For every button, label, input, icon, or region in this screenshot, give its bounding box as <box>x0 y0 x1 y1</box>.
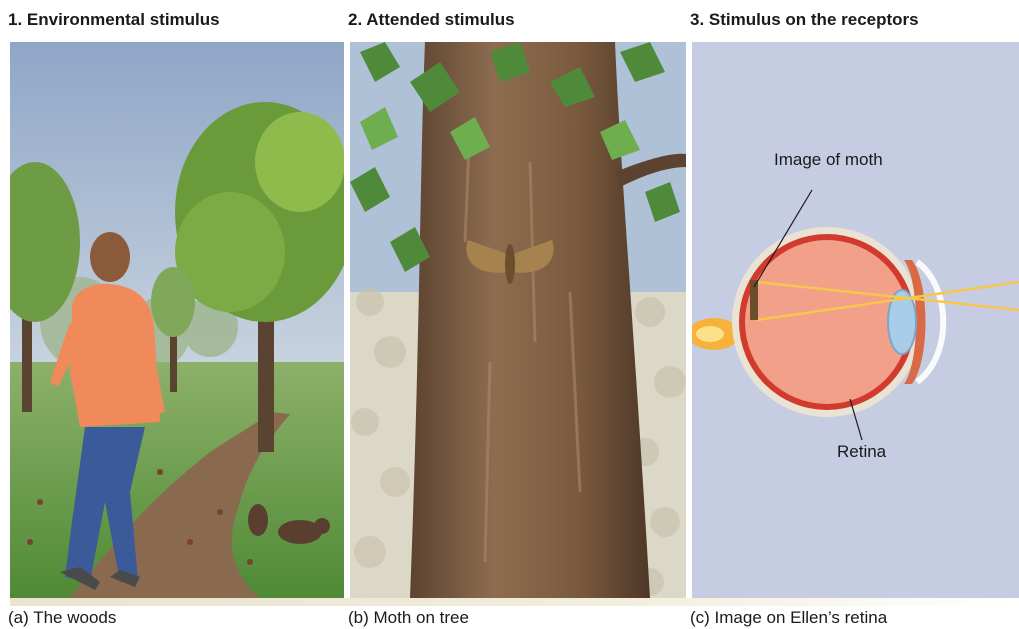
moth-on-tree-illustration <box>350 42 686 598</box>
panel-title-woods: 1. Environmental stimulus <box>8 10 220 30</box>
panel-title-receptors: 3. Stimulus on the receptors <box>690 10 919 30</box>
eye-diagram: Image of moth Retina <box>692 42 1019 598</box>
woods-illustration <box>10 42 344 598</box>
panel-title-attended: 2. Attended stimulus <box>348 10 515 30</box>
caption-woods: (a) The woods <box>8 608 116 628</box>
caption-moth: (b) Moth on tree <box>348 608 469 628</box>
retina-label: Retina <box>837 442 886 462</box>
image-of-moth-label: Image of moth <box>774 150 883 170</box>
caption-retina: (c) Image on Ellen’s retina <box>690 608 887 628</box>
caption-bar <box>10 598 1019 606</box>
